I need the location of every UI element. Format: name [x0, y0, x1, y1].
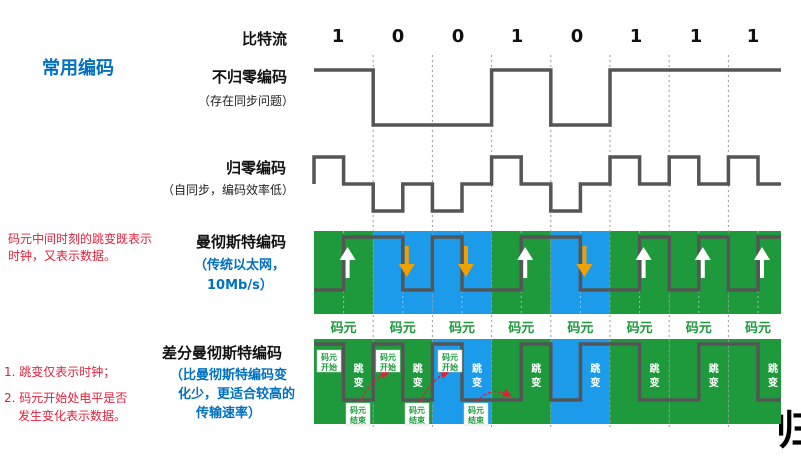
code-end-tag-box	[345, 402, 371, 426]
jump-label-2: 变	[413, 376, 423, 389]
code-cell-label: 码元	[567, 321, 593, 336]
manchester-sub-1: （传统以太网，	[194, 258, 286, 273]
code-cell-label: 码元	[627, 321, 653, 336]
code-end-tag-text-2: 结束	[350, 415, 367, 425]
code-cell-box	[676, 317, 721, 337]
page-title: 常用编码	[42, 58, 114, 79]
diff-note-2: 2. 码元开始处电平是否	[4, 391, 128, 405]
jump-label-2: 变	[709, 376, 719, 389]
jump-label-1: 跳	[413, 362, 423, 375]
bit-2: 0	[451, 26, 465, 47]
bit-5: 1	[629, 26, 643, 47]
up-arrow-head	[517, 247, 534, 260]
code-start-tag-text-1: 码元	[321, 353, 337, 362]
nrz-label: 不归零编码	[212, 68, 288, 86]
code-cell-box	[736, 317, 780, 337]
diff-manchester-signal	[314, 342, 781, 402]
down-arrow-head	[398, 264, 415, 277]
code-cell-box	[321, 317, 366, 337]
code-cell-box	[380, 317, 425, 337]
jump-label-1: 跳	[472, 362, 482, 375]
bitstream-label: 比特流	[242, 30, 288, 48]
code-end-tag-text-1: 码元	[350, 406, 366, 415]
jump-label-2: 变	[590, 376, 600, 389]
code-cell-label: 码元	[745, 321, 771, 336]
jump-label-2: 变	[650, 376, 660, 389]
jump-label-1: 跳	[650, 362, 660, 375]
up-arrow-head	[754, 247, 770, 260]
jump-label-1: 跳	[531, 362, 541, 375]
bit-1: 0	[391, 26, 405, 47]
code-end-tag-box	[463, 402, 489, 426]
bit-7: 1	[746, 26, 760, 47]
code-cell-box	[440, 317, 484, 337]
diff-note-3: 发生变化表示数据。	[18, 409, 127, 423]
diff-note-1: 1. 跳变仅表示时钟；	[4, 365, 116, 379]
jump-label-1: 跳	[768, 362, 778, 375]
code-end-tag-text-2: 结束	[468, 415, 485, 425]
jump-label-2: 变	[531, 376, 541, 389]
manchester-sub-2: 10Mb/s）	[207, 278, 273, 293]
jump-label-1: 跳	[354, 362, 364, 375]
rz-label: 归零编码	[226, 159, 287, 177]
code-cell-box	[558, 317, 603, 337]
bit-4: 0	[570, 26, 584, 47]
jump-label-2: 变	[768, 376, 778, 389]
code-cell-box	[499, 317, 544, 337]
code-cell-label: 码元	[508, 321, 534, 336]
down-arrow-head	[576, 264, 593, 277]
jump-label-2: 变	[472, 376, 482, 389]
encoding-diagram: 码元码元码元码元码元码元码元码元码元开始码元开始码元开始码元结束码元结束码元结束…	[312, 55, 781, 428]
jump-label-2: 变	[354, 376, 364, 389]
code-cell-label: 码元	[390, 321, 416, 336]
code-start-tag-text-2: 开始	[380, 362, 396, 372]
manchester-note-2: 时钟，又表示数据。	[8, 249, 117, 263]
code-start-tag-text-1: 码元	[380, 353, 396, 362]
diff-manchester-cell-bg	[728, 339, 781, 424]
code-cell-label: 码元	[449, 321, 475, 336]
code-start-tag-box	[316, 349, 342, 373]
code-cell-label: 码元	[686, 321, 712, 336]
diff-manchester-label: 差分曼彻斯特编码	[162, 344, 283, 362]
code-end-tag-text-1: 码元	[468, 406, 484, 415]
code-end-tag-text-2: 结束	[409, 415, 426, 425]
code-end-tag-text-1: 码元	[409, 406, 425, 415]
nrz-signal	[314, 68, 781, 127]
code-end-tag-box	[404, 402, 430, 426]
diff-manchester-sub-3: 传输速率）	[196, 406, 262, 421]
code-start-tag-box	[437, 349, 463, 373]
nrz-sub: （存在同步问题）	[198, 94, 295, 108]
code-start-tag-text-1: 码元	[442, 353, 458, 362]
jump-label-1: 跳	[590, 362, 600, 375]
down-arrow-head	[458, 264, 474, 277]
rz-signal	[312, 155, 781, 213]
manchester-cell-bg	[728, 231, 781, 314]
diff-manchester-sub-2: 化少，更适合较高的	[178, 387, 296, 402]
bit-0: 1	[331, 26, 345, 47]
code-cell-label: 码元	[331, 321, 357, 336]
code-start-tag-text-2: 开始	[442, 362, 458, 372]
manchester-note-1: 码元中间时刻的跳变既表示	[8, 232, 153, 246]
code-start-tag-box	[375, 349, 401, 373]
bit-3: 1	[510, 26, 524, 47]
code-start-tag-text-2: 开始	[321, 362, 337, 372]
manchester-label: 曼彻斯特编码	[196, 233, 287, 251]
code-cell-box	[617, 317, 662, 337]
diff-manchester-sub-1: （比曼彻斯特编码变	[170, 368, 288, 383]
bit-6: 1	[689, 26, 703, 47]
manchester-signal	[314, 235, 781, 292]
jump-label-1: 跳	[709, 362, 719, 375]
up-arrow-head	[339, 247, 356, 260]
up-arrow-head	[694, 247, 711, 260]
rz-sub: （自同步，编码效率低）	[162, 183, 295, 197]
up-arrow-head	[635, 247, 652, 260]
